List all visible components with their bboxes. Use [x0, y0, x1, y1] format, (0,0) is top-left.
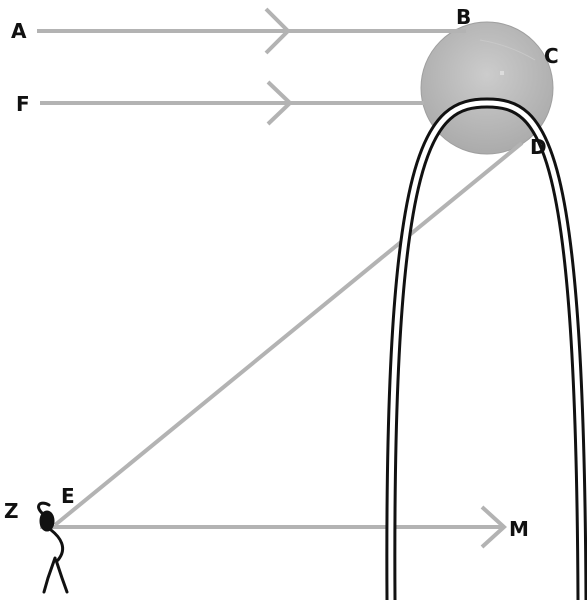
label-f: F	[16, 92, 30, 116]
label-c: C	[544, 44, 559, 68]
observer-leg-right	[56, 560, 67, 592]
label-e: E	[61, 484, 75, 508]
observer-leg-left	[44, 558, 55, 592]
sphere-highlight-dot	[500, 71, 504, 75]
label-a: A	[11, 19, 27, 43]
label-m: M	[509, 517, 529, 541]
label-b: B	[456, 5, 471, 29]
label-d: D	[530, 135, 547, 159]
label-z: Z	[4, 499, 19, 523]
observer-body	[51, 530, 63, 560]
sight-line-e-d	[55, 143, 522, 525]
